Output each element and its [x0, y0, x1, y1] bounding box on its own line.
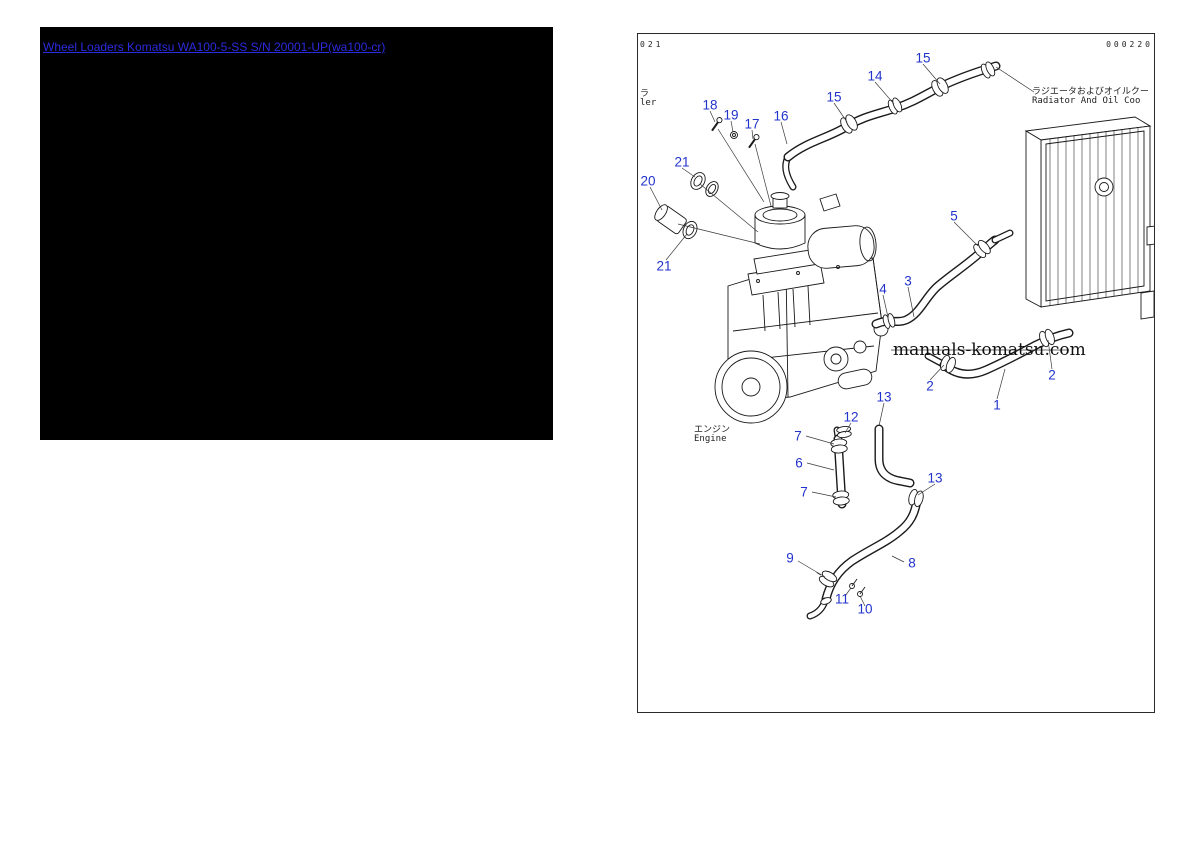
radiator-drawing [1024, 116, 1154, 320]
parts-diagram-sheet: 021 000220 ラ ler ラジエータおよびオイルクー Radiator … [637, 33, 1155, 713]
callout-13: 13 [876, 389, 892, 405]
callout-9: 9 [786, 550, 794, 566]
callout-11: 11 [834, 591, 850, 607]
sheet-code-left: 021 [640, 40, 664, 49]
callout-5: 5 [950, 208, 958, 224]
engine-label-en: Engine [694, 434, 727, 444]
callout-21: 21 [674, 154, 690, 170]
callout-8: 8 [908, 555, 916, 571]
bolt-17 [748, 134, 760, 149]
sheet-code-right: 000220 [1106, 40, 1153, 49]
media-panel: Wheel Loaders Komatsu WA100-5-SS S/N 200… [40, 27, 553, 440]
pulley [823, 346, 849, 372]
bolt-11 [849, 578, 858, 589]
radiator-top-hose [871, 229, 1014, 329]
callout-7: 7 [794, 428, 802, 444]
callout-6: 6 [795, 455, 803, 471]
callout-10: 10 [857, 601, 873, 617]
callout-4: 4 [879, 281, 887, 297]
callout-2: 2 [1048, 367, 1056, 383]
callout-7: 7 [800, 484, 808, 500]
radiator-bracket [1140, 290, 1154, 320]
callout-2: 2 [926, 378, 934, 394]
callout-21: 21 [656, 258, 672, 274]
hose-clamps [816, 61, 1055, 588]
section-title-en: Radiator And Oil Coo [1032, 96, 1141, 106]
callout-12: 12 [843, 409, 859, 425]
section-title-jp: ラジエータおよびオイルクー [1032, 87, 1149, 97]
engine-label-jp: エンジン [694, 425, 731, 435]
washer-19 [730, 131, 738, 139]
callout-15: 15 [826, 89, 842, 105]
elbow-hose [874, 424, 915, 488]
callout-19: 19 [723, 107, 739, 123]
callout-1: 1 [993, 397, 1001, 413]
bolt-10 [857, 586, 866, 597]
water-inlet [853, 340, 867, 354]
catalog-link[interactable]: Wheel Loaders Komatsu WA100-5-SS S/N 200… [43, 40, 386, 54]
radiator-cap [1094, 177, 1114, 197]
connector-tube [654, 204, 687, 235]
callout-17: 17 [744, 116, 760, 132]
upper-hose-run [782, 61, 1001, 191]
watermark-text: manuals-komatsu.com [893, 340, 1086, 360]
callout-18: 18 [702, 97, 718, 113]
edge-label-en: ler [640, 98, 657, 108]
callout-13: 13 [927, 470, 943, 486]
flywheel-housing [714, 350, 788, 424]
leader-lines [649, 63, 1069, 607]
diagram-artwork [649, 61, 1154, 620]
callout-14: 14 [867, 68, 883, 84]
callout-3: 3 [904, 273, 912, 289]
engine-drawing [714, 192, 889, 424]
bolt-18 [711, 117, 723, 132]
callout-16: 16 [773, 108, 789, 124]
callout-20: 20 [640, 173, 656, 189]
edge-label-jp: ラ [640, 89, 650, 99]
callout-15: 15 [915, 50, 931, 66]
